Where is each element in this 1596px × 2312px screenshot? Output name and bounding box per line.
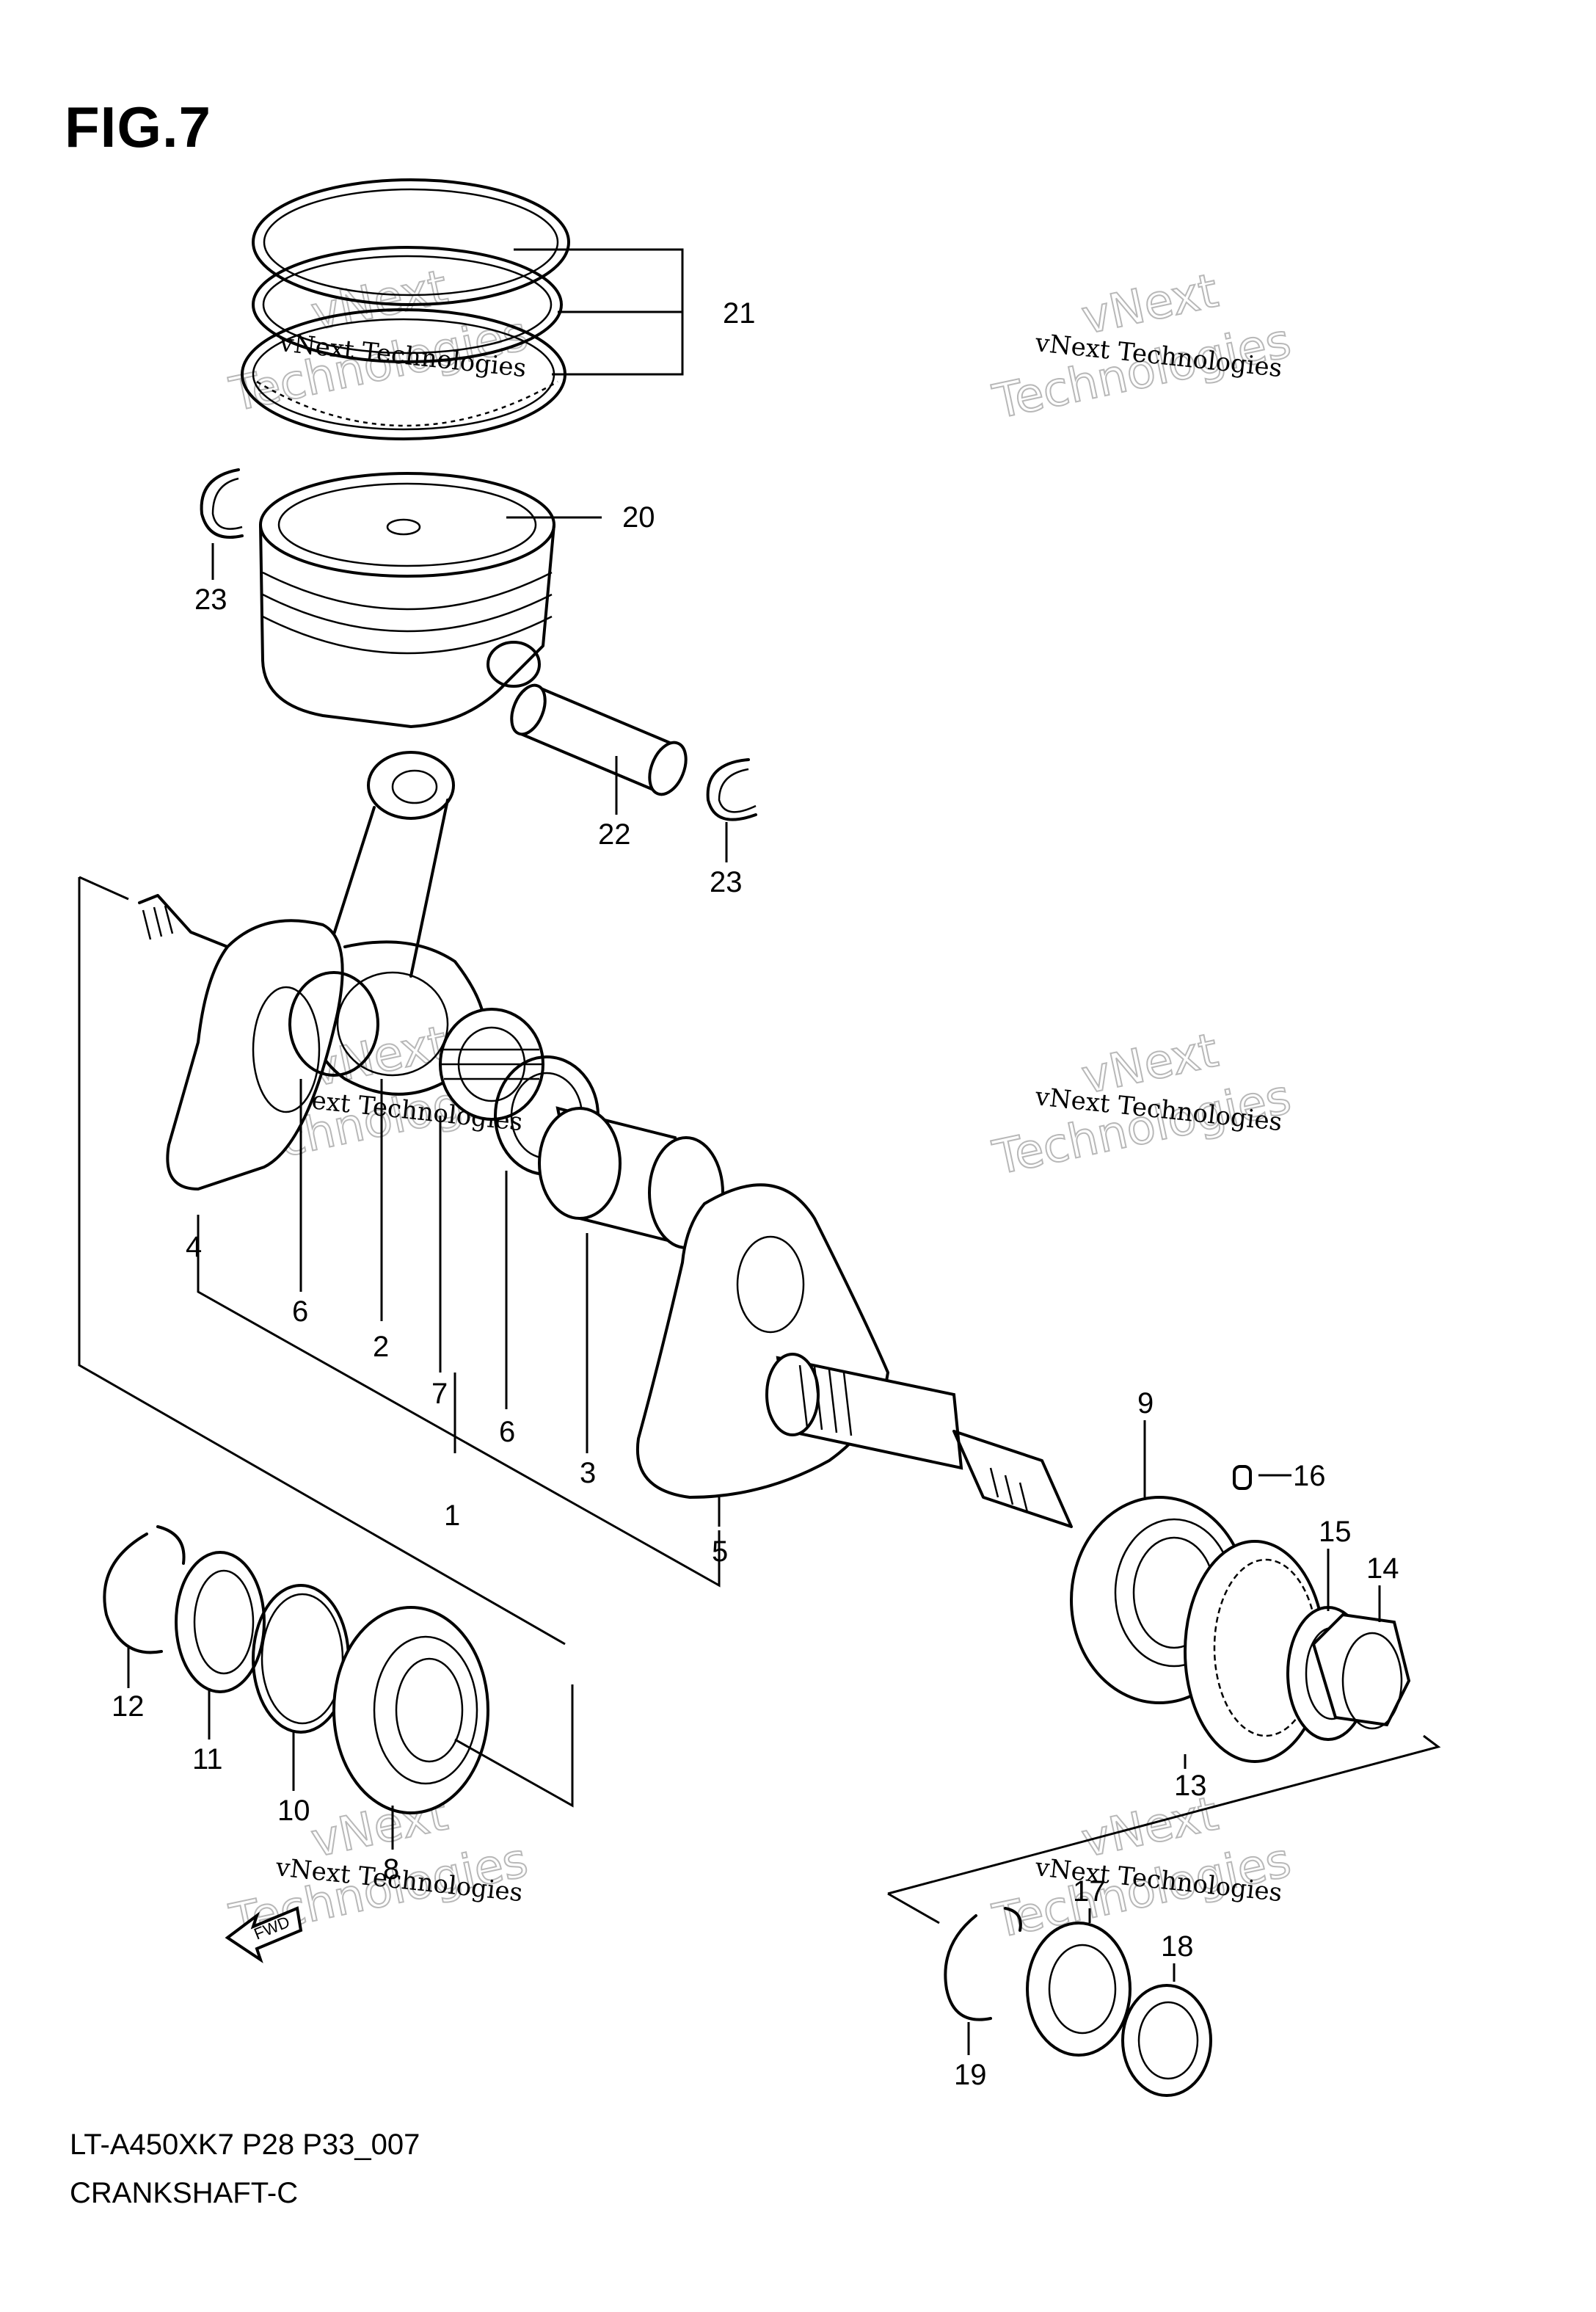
callout-10: 10	[277, 1795, 310, 1827]
callout-19: 19	[954, 2059, 987, 2091]
model-code: LT-A450XK7 P28 P33_007	[70, 2129, 420, 2161]
crankshaft-left-half	[138, 894, 344, 1191]
callout-5: 5	[712, 1535, 728, 1568]
assembly-brackets	[78, 876, 1441, 1924]
callout-1: 1	[444, 1499, 460, 1532]
callout-23-upper: 23	[194, 584, 227, 616]
left-oil-seal	[175, 1551, 266, 1693]
crankshaft-key	[1233, 1465, 1252, 1490]
crank-pin-washer-left	[288, 971, 379, 1077]
crankshaft-right-half	[635, 1183, 1073, 1528]
callout-15: 15	[1319, 1516, 1352, 1548]
callout-2: 2	[373, 1331, 389, 1363]
bearing-circlip	[944, 1907, 1022, 2021]
callout-23-lower: 23	[710, 866, 743, 898]
fwd-arrow-icon: FWD	[225, 1906, 303, 1963]
left-main-bearing	[332, 1606, 489, 1814]
callout-4: 4	[186, 1231, 202, 1263]
callout-9: 9	[1137, 1387, 1154, 1419]
callout-14: 14	[1366, 1552, 1399, 1585]
watermark-2: Technologies vNext vNext Technologies	[988, 263, 1297, 430]
callout-6-left: 6	[292, 1295, 308, 1328]
callout-13: 13	[1174, 1770, 1207, 1802]
primary-gear-nut	[1311, 1613, 1411, 1730]
callout-12: 12	[112, 1690, 145, 1723]
callout-3: 3	[580, 1457, 596, 1489]
piston	[259, 472, 555, 728]
callout-8: 8	[383, 1853, 399, 1886]
callout-16: 16	[1293, 1460, 1326, 1492]
callout-17: 17	[1073, 1875, 1106, 1908]
figure-title: FIG.7	[65, 95, 212, 159]
left-circlip	[103, 1525, 186, 1654]
watermark-1: Technologies vNext vNext Technologies	[225, 259, 533, 423]
diagram-name: CRANKSHAFT-C	[70, 2177, 299, 2209]
callout-21: 21	[723, 297, 756, 330]
piston-pin-circlip-left	[200, 468, 244, 539]
callout-labels: 21 20 23 22 23 4 6 2 7 6 3 1 5 9 16 15 1…	[112, 297, 1399, 2091]
piston-pin-circlip-right	[706, 758, 757, 821]
callout-7: 7	[431, 1378, 448, 1410]
countershaft-bearing	[1026, 1922, 1132, 2057]
countershaft-oil-seal	[1121, 1984, 1212, 2097]
callout-6-right: 6	[499, 1416, 515, 1448]
callout-11: 11	[192, 1743, 223, 1775]
callout-22: 22	[598, 818, 631, 851]
watermark-6: Technologies vNext vNext Technologies	[988, 1786, 1297, 1949]
callout-20: 20	[622, 501, 655, 534]
watermark-4: Technologies vNext vNext Technologies	[988, 1022, 1297, 1186]
leader-lines	[127, 248, 1381, 2055]
piston-pin	[510, 683, 688, 796]
crank-pin-needle-bearing	[439, 1008, 544, 1121]
callout-18: 18	[1161, 1930, 1194, 1963]
